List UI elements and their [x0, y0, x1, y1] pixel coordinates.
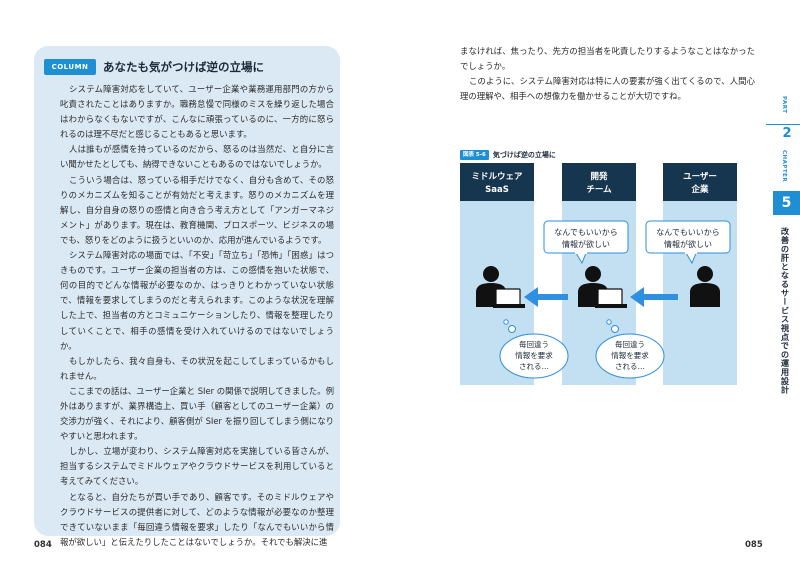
svg-text:なんでもいいから: なんでもいいから [656, 228, 719, 237]
thought-bubble-middleware: 毎回違う 情報を要求 される… [499, 319, 569, 379]
role-label: 開発 [590, 171, 608, 182]
column-paragraph: システム障害対応をしていて、ユーザー企業や業務運用部門の方から叱責されたことはあ… [60, 84, 334, 140]
page-number-right: 085 [745, 540, 763, 550]
person-icon [690, 266, 720, 307]
svg-text:情報を要求: 情報を要求 [611, 350, 649, 360]
side-divider [766, 124, 800, 125]
svg-text:毎回違う: 毎回違う [615, 339, 645, 349]
column-body: システム障害対応をしていて、ユーザー企業や業務運用部門の方から叱責されたことはあ… [60, 82, 334, 550]
right-paragraph: このように、システム障害対応は特に人の要素が強く出てくるので、人間心理の理解や、… [460, 76, 755, 102]
role-label: 企業 [690, 184, 709, 195]
svg-text:なんでもいいから: なんでもいいから [554, 228, 617, 237]
side-part-number: 2 [782, 126, 792, 141]
svg-text:される…: される… [615, 362, 645, 371]
role-label: ミドルウェア [471, 172, 523, 182]
column-paragraph: しかし、立場が変わり、システム障害対応を実施している皆さんが、担当するシステムで… [60, 446, 334, 487]
column-paragraph: 人は誰もが感情を持っているのだから、怒るのは当然だ、と自分に言い聞かせたとしても… [60, 144, 334, 170]
column-title: あなたも気がつけば逆の立場に [103, 60, 264, 74]
arrow-left-icon [524, 287, 568, 307]
role-header-dev-team [562, 163, 636, 201]
speech-bubble-user-company: なんでもいいから 情報が欲しい [645, 220, 731, 265]
svg-text:情報を要求: 情報を要求 [515, 350, 553, 360]
right-page-text: まなければ、焦ったり、先方の担当者を叱責したりするようなことはなかったでしょうか… [460, 44, 755, 104]
arrow-left-icon [630, 287, 678, 307]
side-chapter-title: 改善の肝となるサービス視点での運用設計 [780, 227, 790, 395]
person-at-laptop-icon [578, 266, 627, 308]
column-paragraph: となると、自分たちが買い手であり、顧客です。そのミドルウェアやクラウドサービスの… [60, 491, 334, 547]
column-paragraph: もしかしたら、我々自身も、その状況を起こしてしまっているかもしれません。 [60, 355, 334, 381]
svg-text:情報が欲しい: 情報が欲しい [664, 239, 712, 249]
side-chapter-label: CHAPTER [781, 150, 787, 183]
column-paragraph: ここまでの話は、ユーザー企業と SIer の関係で説明してきました。例外はありま… [60, 385, 334, 442]
side-part-label: PART [781, 96, 787, 114]
column-tag: COLUMN [44, 59, 96, 75]
page-number-left: 084 [34, 540, 52, 550]
figure-number: 図表 5-6 [460, 150, 489, 160]
side-chapter-number: 5 [773, 191, 800, 215]
role-reversal-diagram: ミドルウェア SaaS 開発 チーム ユーザー 企業 なんでもいいから 情報が欲… [460, 163, 737, 385]
role-header-user-company [663, 163, 737, 201]
role-label: チーム [586, 185, 612, 195]
figure-title: 気づけば逆の立場に [492, 151, 556, 159]
role-label: SaaS [485, 185, 509, 195]
person-at-laptop-icon [476, 266, 525, 308]
role-header-middleware [460, 163, 534, 201]
svg-text:される…: される… [519, 362, 549, 371]
figure-caption: 図表 5-6 気づけば逆の立場に [460, 150, 556, 160]
thought-bubble-dev-team: 毎回違う 情報を要求 される… [595, 319, 665, 379]
column-paragraph: システム障害対応の場面では、「不安」「苛立ち」「恐怖」「困惑」はつきものです。ユ… [60, 250, 334, 351]
column-paragraph: こういう場合は、怒っている相手だけでなく、自分も含めて、その怒りのメカニズムを知… [60, 174, 334, 245]
svg-text:情報が欲しい: 情報が欲しい [562, 239, 610, 249]
column-box [34, 46, 340, 536]
right-paragraph: まなければ、焦ったり、先方の担当者を叱責したりするようなことはなかったでしょうか… [460, 46, 755, 72]
svg-text:毎回違う: 毎回違う [519, 339, 549, 349]
role-label: ユーザー [683, 172, 717, 182]
speech-bubble-dev-team: なんでもいいから 情報が欲しい [543, 220, 629, 265]
